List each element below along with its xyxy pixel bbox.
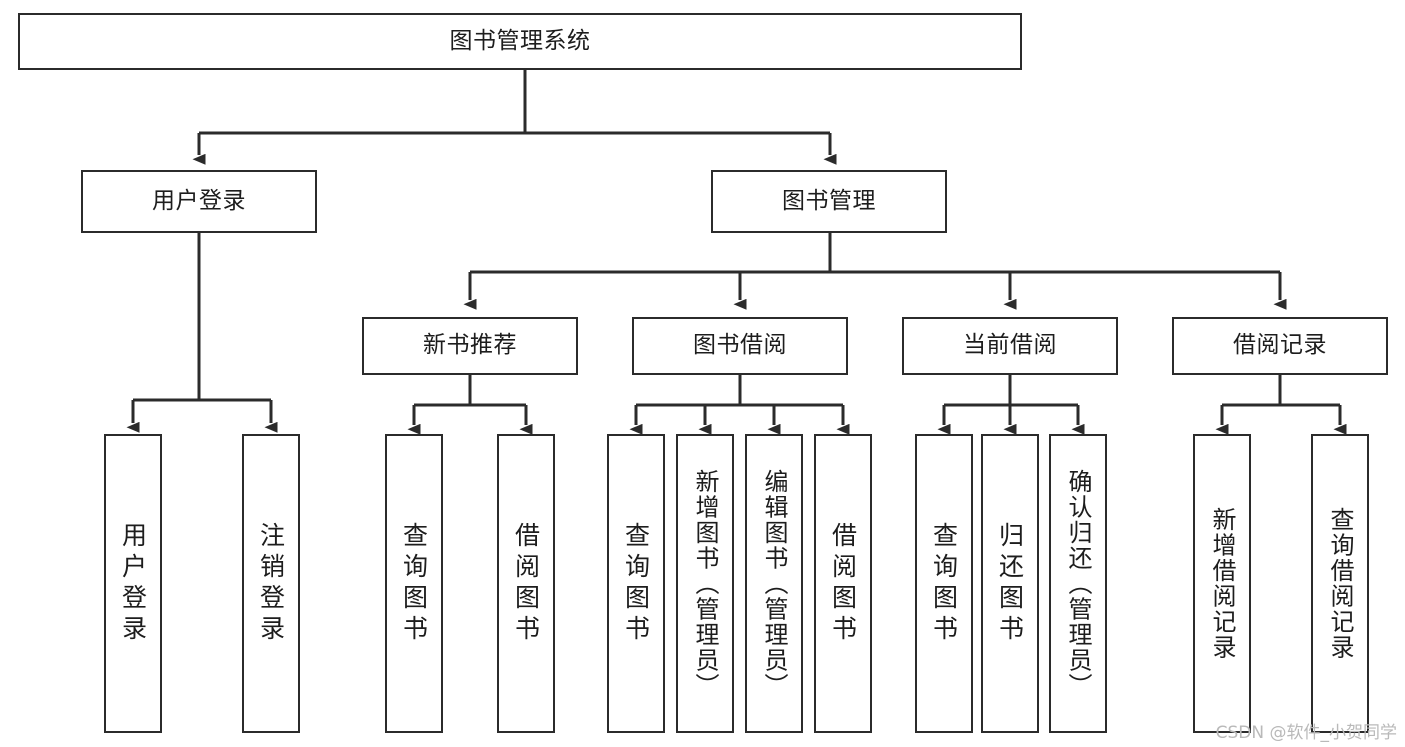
node-label: 用户登录 xyxy=(118,521,148,646)
leaf-new-book-borrow[interactable]: 借阅图书 xyxy=(497,434,555,733)
node-label: 查询借阅记录 xyxy=(1326,507,1354,660)
node-label: 新增借阅记录 xyxy=(1208,507,1236,660)
leaf-user-login-login[interactable]: 用户登录 xyxy=(104,434,162,733)
node-label: 图书管理系统 xyxy=(449,27,591,54)
leaf-user-login-logout[interactable]: 注销登录 xyxy=(242,434,300,733)
leaf-new-book-query[interactable]: 查询图书 xyxy=(385,434,443,733)
node-label: 新增图书（管理员） xyxy=(691,468,719,699)
node-label: 确认归还（管理员） xyxy=(1064,468,1092,699)
leaf-borrow-record-add[interactable]: 新增借阅记录 xyxy=(1193,434,1251,733)
leaf-current-borrow-confirm-return[interactable]: 确认归还（管理员） xyxy=(1049,434,1107,733)
node-label: 注销登录 xyxy=(256,521,286,646)
node-current-borrow[interactable]: 当前借阅 xyxy=(902,317,1118,375)
node-label: 图书借阅 xyxy=(693,332,787,359)
leaf-book-borrow-borrow[interactable]: 借阅图书 xyxy=(814,434,872,733)
node-label: 查询图书 xyxy=(399,521,429,646)
leaf-book-borrow-edit[interactable]: 编辑图书（管理员） xyxy=(745,434,803,733)
node-label: 编辑图书（管理员） xyxy=(760,468,788,699)
leaf-book-borrow-add[interactable]: 新增图书（管理员） xyxy=(676,434,734,733)
node-label: 图书管理 xyxy=(782,187,876,214)
node-new-book-recommend[interactable]: 新书推荐 xyxy=(362,317,578,375)
node-label: 查询图书 xyxy=(929,521,959,646)
node-label: 借阅记录 xyxy=(1233,332,1327,359)
node-root-system[interactable]: 图书管理系统 xyxy=(18,13,1022,70)
node-label: 用户登录 xyxy=(152,187,246,214)
node-book-management[interactable]: 图书管理 xyxy=(711,170,947,233)
node-label: 借阅图书 xyxy=(511,521,541,646)
node-label: 新书推荐 xyxy=(423,332,517,359)
leaf-current-borrow-return[interactable]: 归还图书 xyxy=(981,434,1039,733)
node-label: 借阅图书 xyxy=(828,521,858,646)
node-book-borrow[interactable]: 图书借阅 xyxy=(632,317,848,375)
node-label: 当前借阅 xyxy=(963,332,1057,359)
leaf-book-borrow-query[interactable]: 查询图书 xyxy=(607,434,665,733)
watermark-text: CSDN @软件_小贺同学 xyxy=(1215,723,1397,743)
node-label: 查询图书 xyxy=(621,521,651,646)
leaf-borrow-record-query[interactable]: 查询借阅记录 xyxy=(1311,434,1369,733)
node-borrow-record[interactable]: 借阅记录 xyxy=(1172,317,1388,375)
node-user-login[interactable]: 用户登录 xyxy=(81,170,317,233)
leaf-current-borrow-query[interactable]: 查询图书 xyxy=(915,434,973,733)
node-label: 归还图书 xyxy=(995,521,1025,646)
